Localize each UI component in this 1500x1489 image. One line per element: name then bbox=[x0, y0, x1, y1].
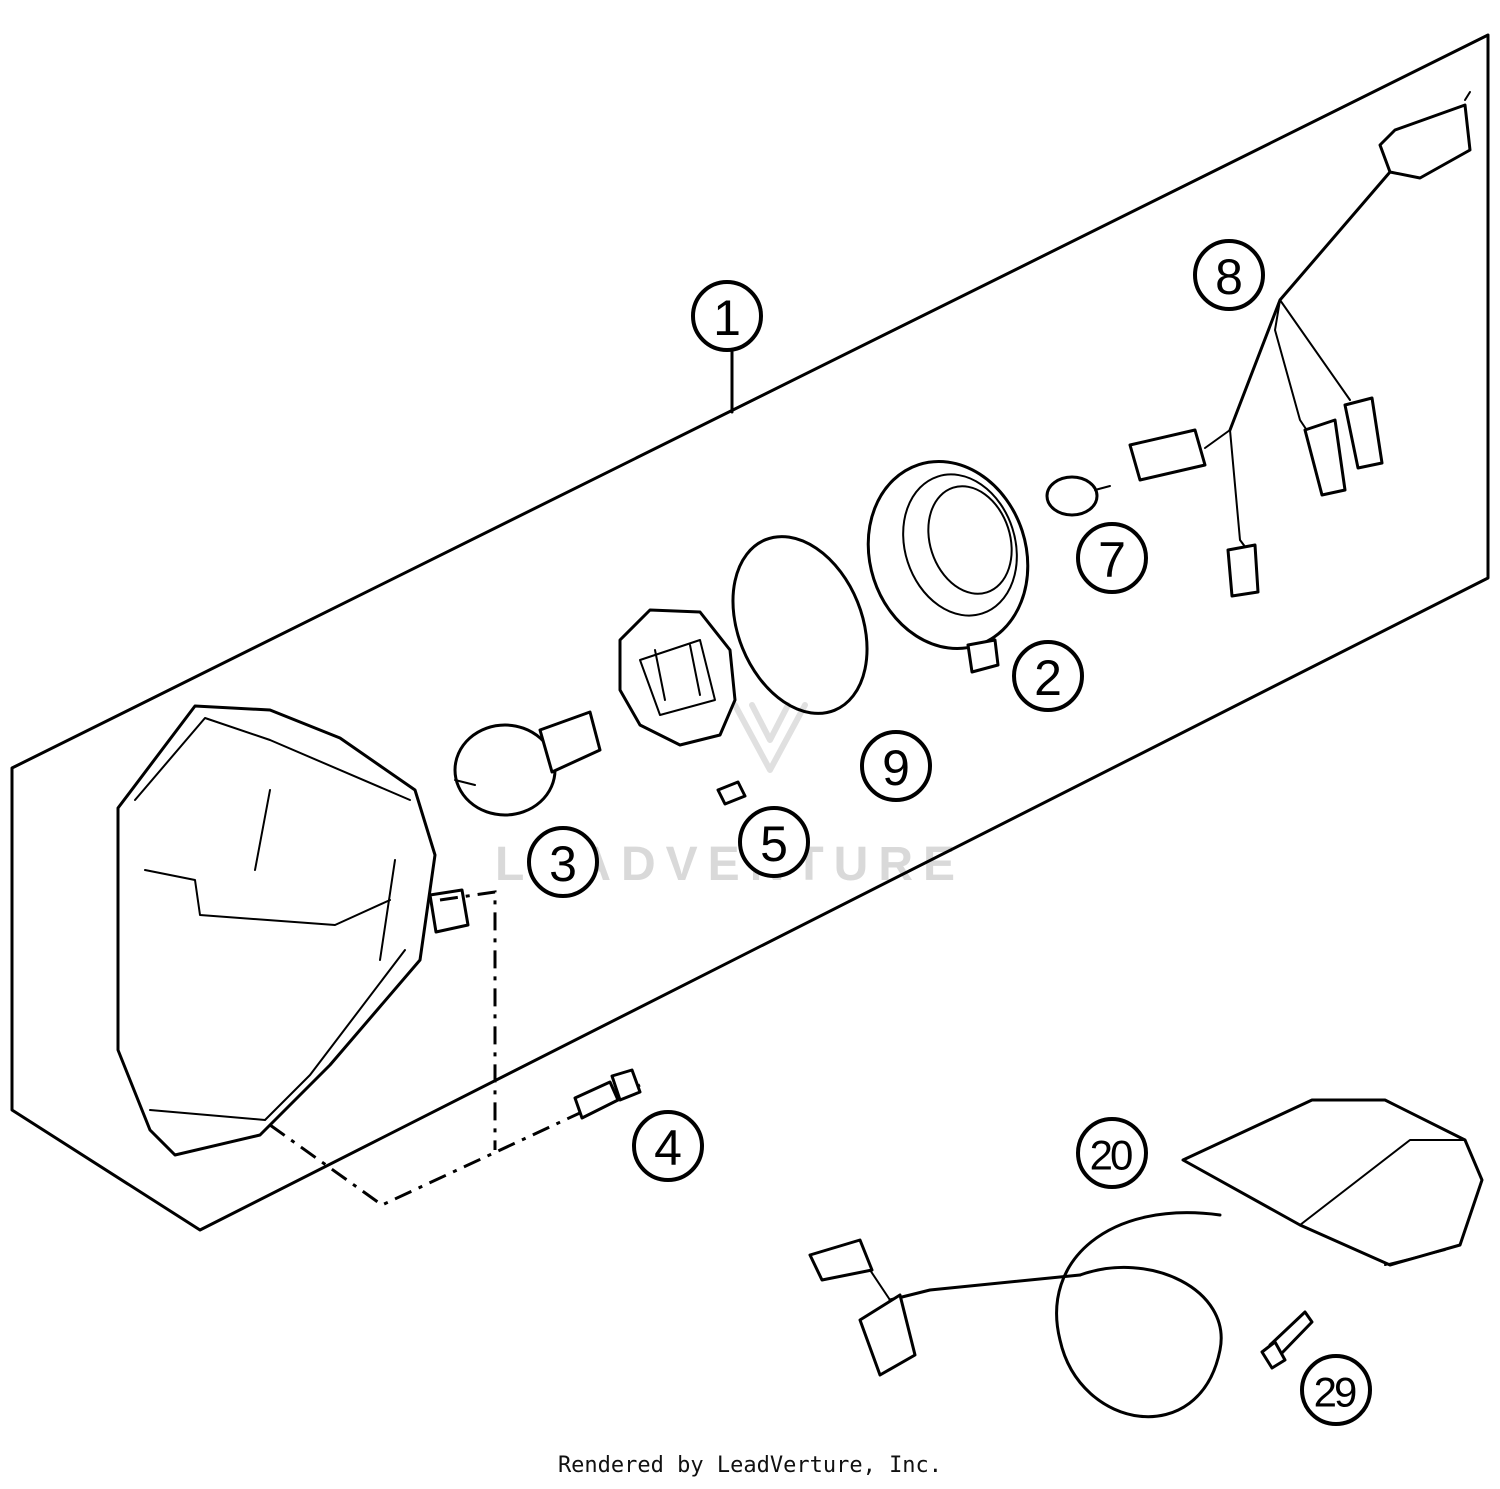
screw-part-29 bbox=[1260, 1310, 1314, 1370]
callout-7: 7 bbox=[1076, 522, 1148, 594]
screw-part-4 bbox=[573, 1068, 642, 1120]
headlight-mask bbox=[116, 704, 470, 1157]
callout-4: 4 bbox=[632, 1110, 704, 1182]
dashed-leader-lines bbox=[269, 890, 641, 1207]
svg-text:5: 5 bbox=[760, 816, 788, 872]
svg-text:8: 8 bbox=[1215, 249, 1243, 305]
footer-credit: Rendered by LeadVerture, Inc. bbox=[558, 1453, 942, 1478]
clip bbox=[716, 780, 747, 806]
o-ring-gasket bbox=[731, 535, 869, 715]
lower-light-unit bbox=[808, 1098, 1484, 1419]
callout-9: 9 bbox=[860, 730, 932, 802]
svg-text:20: 20 bbox=[1090, 1132, 1132, 1179]
svg-text:4: 4 bbox=[654, 1120, 682, 1176]
callout-1: 1 bbox=[691, 280, 763, 352]
callout-20: 20 bbox=[1076, 1117, 1148, 1189]
svg-text:2: 2 bbox=[1034, 650, 1062, 706]
callout-2: 2 bbox=[1012, 640, 1084, 712]
svg-text:7: 7 bbox=[1098, 532, 1126, 588]
callout-5: 5 bbox=[738, 806, 810, 878]
svg-text:9: 9 bbox=[882, 740, 910, 796]
callout-8: 8 bbox=[1193, 239, 1265, 311]
parking-bulb bbox=[1045, 475, 1111, 517]
svg-text:29: 29 bbox=[1314, 1369, 1356, 1416]
callout-29: 29 bbox=[1300, 1354, 1372, 1426]
wiring-harness bbox=[1128, 91, 1472, 598]
headlight-bulb bbox=[453, 710, 602, 817]
callout-3: 3 bbox=[527, 826, 599, 898]
bulb-holder bbox=[618, 608, 737, 747]
assembly-outline bbox=[10, 33, 1490, 1232]
reflector-housing bbox=[866, 459, 1030, 674]
svg-text:1: 1 bbox=[713, 290, 741, 346]
svg-text:3: 3 bbox=[549, 836, 577, 892]
